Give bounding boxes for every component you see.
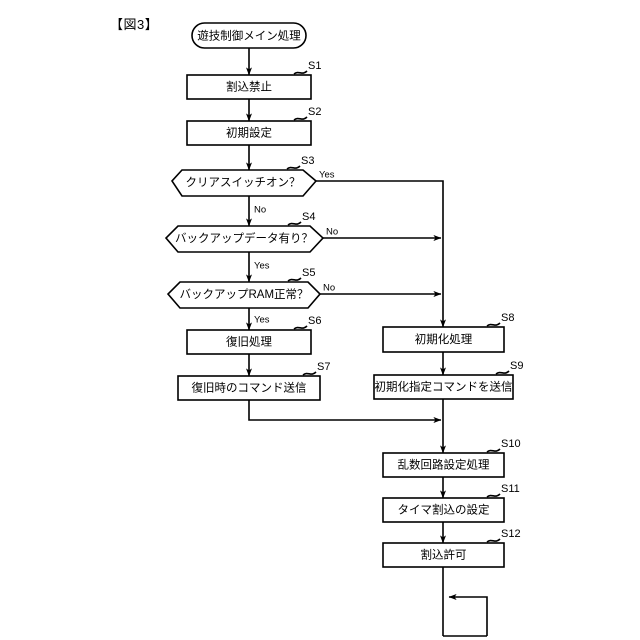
step-label-s8: S8 [501,312,514,324]
node-s8-label: 初期化処理 [415,332,473,346]
node-s7[interactable]: 復旧時のコマンド送信 [177,375,321,401]
step-leader-s6: S6 [293,315,321,330]
step-label-s10: S10 [501,438,521,450]
branch-label-s3-yes: Yes [319,170,335,181]
node-start[interactable]: 遊技制御メイン処理 [191,22,307,49]
step-leader-s3: S3 [286,155,314,170]
branch-label-s5-yes: Yes [254,315,270,326]
step-label-s7: S7 [317,361,330,373]
node-s3[interactable]: クリアスイッチオン？ [170,169,318,197]
node-s6-label: 復旧処理 [226,335,272,349]
node-s12-label: 割込許可 [421,548,467,562]
node-s10[interactable]: 乱数回路設定処理 [382,452,505,478]
node-s4-label: バックアップデータ有り？ [175,231,313,245]
step-label-s11: S11 [501,483,520,495]
node-s1[interactable]: 割込禁止 [186,74,312,100]
node-s2-label: 初期設定 [226,126,272,140]
step-label-s12: S12 [501,528,521,540]
node-s4[interactable]: バックアップデータ有り？ [164,225,325,253]
step-label-s2: S2 [308,106,321,118]
step-label-s3: S3 [301,155,314,167]
step-leader-s5: S5 [287,267,315,282]
node-s7-label: 復旧時のコマンド送信 [192,381,307,395]
step-leader-s8: S8 [486,312,514,327]
node-s11-label: タイマ割込の設定 [398,503,490,517]
step-leader-s11: S11 [486,483,520,498]
step-leader-s9: S9 [495,360,523,375]
node-s8[interactable]: 初期化処理 [382,326,505,353]
edge-s3-yes-to-merge [316,180,446,328]
step-label-s4: S4 [302,211,315,223]
node-s3-label: クリアスイッチオン？ [186,176,301,189]
node-s12[interactable]: 割込許可 [382,542,505,568]
node-s9-label: 初期化指定コマンドを送信 [375,380,513,394]
step-leader-s1: S1 [293,60,321,75]
step-label-s6: S6 [308,315,321,327]
node-s10-label: 乱数回路設定処理 [398,458,490,472]
step-leader-s4: S4 [287,211,315,226]
node-s5[interactable]: バックアップRAM正常？ [166,281,322,309]
step-label-s5: S5 [302,267,315,279]
branch-label-s4-no: No [326,227,338,238]
step-leader-s10: S10 [486,438,521,453]
edge-s7-to-merge [248,400,442,423]
step-leader-s2: S2 [293,106,321,121]
step-label-s1: S1 [308,60,321,72]
node-s11[interactable]: タイマ割込の設定 [382,497,505,523]
node-s1-label: 割込禁止 [226,80,272,94]
node-s9[interactable]: 初期化指定コマンドを送信 [373,374,514,400]
step-leader-s12: S12 [486,528,521,543]
edge-s12-loop-back [442,567,488,637]
node-s2[interactable]: 初期設定 [186,120,312,146]
step-leader-s7: S7 [302,361,330,376]
node-s6[interactable]: 復旧処理 [186,329,312,355]
node-s5-label: バックアップRAM正常？ [179,288,308,301]
branch-label-s3-no: No [254,205,266,216]
branch-label-s4-yes: Yes [254,261,270,272]
branch-label-s5-no: No [323,283,335,294]
figure-title: 【図3】 [110,17,159,32]
step-label-s9: S9 [510,360,523,372]
node-start-label: 遊技制御メイン処理 [197,29,301,43]
